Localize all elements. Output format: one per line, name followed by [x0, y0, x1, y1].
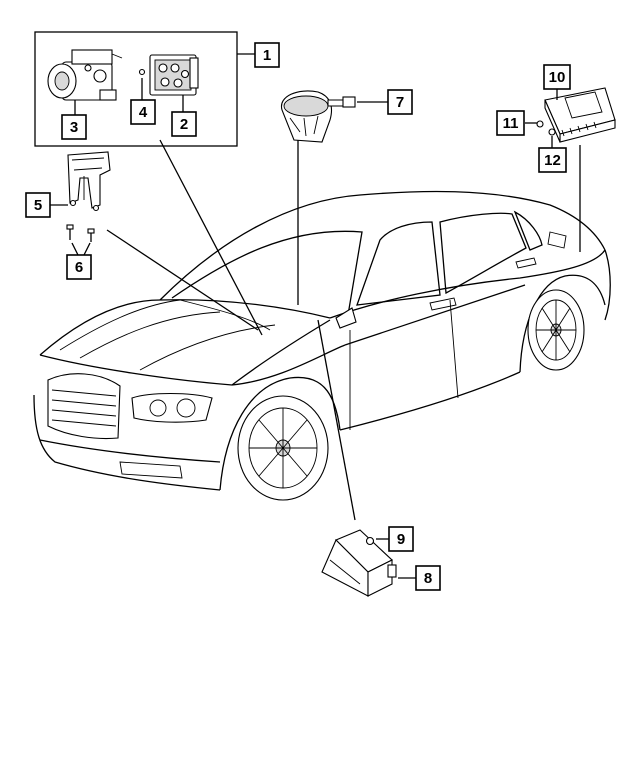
callout-2: 2: [171, 111, 197, 137]
svg-text:6: 6: [75, 259, 83, 276]
svg-text:10: 10: [549, 69, 566, 86]
svg-text:11: 11: [503, 115, 519, 132]
svg-text:7: 7: [396, 94, 404, 111]
module-nut-9: [365, 536, 375, 546]
callout-11: 11: [496, 110, 525, 136]
svg-text:1: 1: [263, 47, 271, 64]
svg-text:12: 12: [544, 152, 561, 169]
svg-text:3: 3: [70, 119, 78, 136]
svg-text:8: 8: [424, 570, 432, 587]
callout-12: 12: [538, 147, 567, 173]
callout-4: 4: [130, 99, 156, 125]
callout-9: 9: [388, 526, 414, 552]
svg-text:4: 4: [139, 104, 148, 121]
control-module: [544, 87, 616, 143]
svg-text:2: 2: [180, 116, 188, 133]
mounting-bracket: [67, 151, 111, 212]
callout-3: 3: [61, 114, 87, 140]
occupant-module: [321, 529, 397, 597]
callout-5: 5: [25, 192, 51, 218]
module-nut: [536, 120, 556, 136]
callout-10: 10: [543, 64, 571, 90]
callout-1: 1: [254, 42, 280, 68]
steering-angle-sensor: [281, 90, 356, 143]
callout-6: 6: [66, 254, 92, 280]
svg-text:5: 5: [34, 197, 42, 214]
abs-group-frame: [34, 31, 238, 147]
abs-control-unit: [149, 54, 199, 96]
callout-8: 8: [415, 565, 441, 591]
vehicle-illustration: [33, 190, 611, 501]
bolts: [66, 224, 95, 242]
svg-text:9: 9: [397, 531, 405, 548]
abs-fastener: [138, 68, 146, 76]
callout-7: 7: [387, 89, 413, 115]
abs-pump-module: [47, 49, 123, 101]
